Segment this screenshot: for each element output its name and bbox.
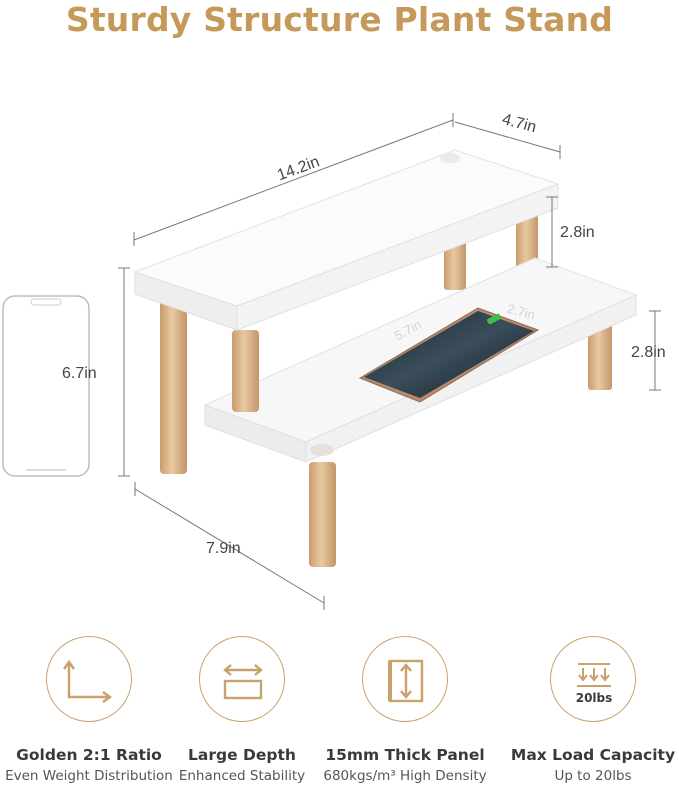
feature-subtitle: Even Weight Distribution	[5, 768, 173, 784]
depth-arrows-icon	[199, 636, 285, 722]
feature-title: Golden 2:1 Ratio	[16, 746, 162, 764]
lower-height-label: 2.8in	[631, 344, 666, 361]
feature-title: Max Load Capacity	[510, 746, 676, 764]
phone-width-label: 2.7in	[506, 301, 537, 323]
feature-depth: Large Depth Enhanced Stability	[157, 636, 327, 784]
feature-ratio: Golden 2:1 Ratio Even Weight Distributio…	[4, 636, 174, 784]
feature-title: 15mm Thick Panel	[325, 746, 485, 764]
feature-load: 20lbs Max Load Capacity Up to 20lbs	[508, 636, 678, 784]
feature-subtitle: Up to 20lbs	[554, 768, 632, 784]
angle-arrows-icon	[46, 636, 132, 722]
front-legs	[160, 298, 336, 567]
total-height-label: 6.7in	[62, 365, 97, 382]
product-illustration: 14.2in 4.7in 2.8in 2.8in 6.7in 7.9in 5.7…	[2, 111, 666, 610]
thickness-arrow-icon	[362, 636, 448, 722]
features-row: Golden 2:1 Ratio Even Weight Distributio…	[0, 636, 679, 791]
phone-outline-icon	[2, 295, 90, 477]
length-label: 14.2in	[275, 153, 322, 184]
feature-thickness: 15mm Thick Panel 680kgs/m³ High Density	[320, 636, 490, 784]
load-icon-text: 20lbs	[576, 691, 613, 705]
lower-depth-label: 7.9in	[206, 540, 241, 557]
page-title: Sturdy Structure Plant Stand	[65, 0, 614, 39]
dimension-lines	[118, 113, 661, 610]
load-arrows-icon: 20lbs	[550, 636, 636, 722]
feature-subtitle: 680kgs/m³ High Density	[323, 768, 487, 784]
width-label: 4.7in	[500, 111, 538, 136]
smartphone-image	[358, 307, 540, 403]
top-shelf	[133, 149, 560, 331]
feature-subtitle: Enhanced Stability	[178, 768, 306, 784]
feature-title: Large Depth	[188, 746, 296, 764]
top-height-label: 2.8in	[560, 224, 595, 241]
